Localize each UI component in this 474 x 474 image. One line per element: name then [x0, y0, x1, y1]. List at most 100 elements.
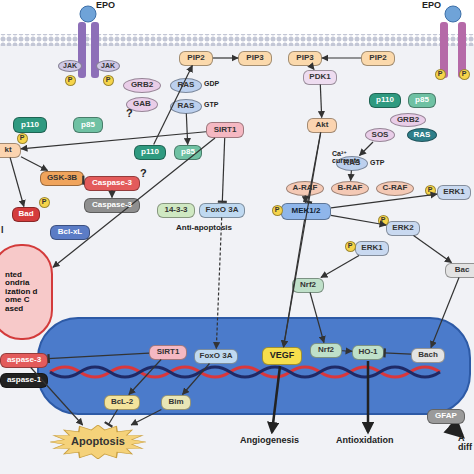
transcription-factor-box: FoxO 3A [199, 203, 245, 218]
node-text: Bach [418, 351, 438, 359]
node-text: GSK-3B [47, 174, 77, 182]
activation-arrow [154, 66, 193, 145]
activation-arrow [311, 66, 314, 70]
caspase-box: aspase-1 [0, 373, 48, 388]
activation-arrow [21, 157, 48, 171]
gene-box: HO-1 [352, 345, 384, 360]
nucleus [38, 318, 470, 414]
activation-arrow [283, 220, 304, 348]
inhibition-line [222, 138, 224, 203]
text-label: ? [140, 168, 147, 180]
dna-helix [50, 367, 440, 377]
node-text: MEK1/2 [292, 207, 321, 215]
phospho-circle: P [378, 215, 389, 226]
node-text: P [20, 134, 25, 141]
node-text: Nrf2 [300, 281, 316, 289]
text-label: ? [126, 108, 133, 120]
activation-arrow [350, 171, 352, 181]
activation-arrow [21, 132, 206, 149]
text-label: A diff [458, 434, 472, 453]
kinase-oval: JAK [58, 60, 82, 72]
mitochondrion: nted ondria ization d ome C ased [0, 244, 53, 340]
phospho-circle: P [65, 75, 76, 86]
kinase-oval: A-RAF [286, 181, 324, 196]
inhibition-line [384, 353, 411, 354]
kinase-box: ERK2 [386, 221, 420, 236]
phospho-circle: P [103, 75, 114, 86]
node-text: Caspase-3 [92, 179, 132, 187]
phospho-circle: P [17, 133, 28, 144]
activation-arrow [131, 410, 161, 426]
transcription-factor-box: Bach [411, 348, 445, 363]
node-text: RAS [414, 131, 431, 139]
inhibition-line [308, 133, 321, 203]
node-text: HO-1 [358, 348, 377, 356]
node-text: Bim [168, 398, 183, 406]
activation-arrow [10, 158, 24, 207]
node-text: Nrf2 [318, 346, 334, 354]
kinase-oval: C-RAF [376, 181, 414, 196]
subunit-box: p85 [408, 93, 436, 108]
gene-box: VEGF [262, 347, 302, 365]
inhibition-line [108, 410, 117, 426]
node-text: PIP3 [296, 54, 313, 62]
adaptor-oval: GRB2 [123, 78, 161, 93]
activation-arrow [431, 278, 459, 348]
node-text: Akt [316, 121, 329, 129]
node-text: p85 [181, 148, 195, 156]
activation-arrow [31, 368, 83, 426]
caspase-box: Caspase-3 [84, 176, 140, 191]
node-text: Bac [455, 266, 470, 274]
output-arrow [272, 361, 462, 436]
kinase-box: PDK1 [303, 70, 337, 85]
node-text: P [438, 70, 443, 77]
gtpase-oval: RAS [170, 78, 202, 93]
gene-box: Bim [161, 395, 191, 410]
node-text: A-RAF [293, 184, 318, 192]
node-text: Bad [18, 210, 33, 218]
marker-box: GFAP [427, 409, 465, 424]
text-label: l [1, 226, 4, 235]
activation-arrow [111, 191, 112, 198]
node-text: RAS [178, 102, 195, 110]
node-text: P [106, 76, 111, 83]
transcription-factor-box: Bac [445, 263, 474, 278]
phospho-circle: P [435, 69, 446, 80]
activation-arrow [216, 218, 221, 349]
node-text: ERK2 [392, 224, 413, 232]
lipid-box: PIP2 [179, 51, 213, 66]
activation-arrow [310, 293, 324, 343]
node-text: p85 [415, 96, 429, 104]
node-text: PDK1 [309, 73, 330, 81]
activation-arrow [183, 364, 210, 395]
gtpase-oval: RAS [407, 128, 437, 142]
node-text: PIP3 [246, 54, 263, 62]
caspase-box: aspase-3 [0, 353, 48, 368]
text-label: Anti-apoptosis [176, 224, 232, 232]
subunit-box: p110 [369, 93, 401, 108]
protein-box: 14-3-3 [157, 203, 195, 218]
adaptor-oval: GRB2 [390, 113, 426, 127]
subunit-box: p110 [13, 117, 47, 133]
kinase-box: ERK1 [355, 241, 389, 256]
node-text: P [381, 216, 386, 223]
node-text: RAS [344, 159, 361, 167]
node-text: JAK [63, 62, 77, 69]
node-text: p110 [21, 121, 39, 129]
node-text: P [428, 186, 433, 193]
node-text: PIP2 [187, 54, 204, 62]
kinase-oval: B-RAF [331, 181, 369, 196]
node-text: P [275, 206, 280, 213]
subunit-box: p110 [134, 145, 166, 160]
node-text: P [42, 198, 47, 205]
text-label: GTP [204, 101, 218, 108]
inhibition-line [48, 353, 149, 359]
kinase-box: GSK-3B [40, 171, 84, 186]
phospho-circle: P [345, 241, 356, 252]
node-text: FoxO 3A [206, 206, 239, 214]
cell-membrane [0, 34, 474, 46]
node-text: GAB [133, 100, 151, 108]
node-text: aspase-1 [7, 376, 41, 384]
node-text: nted ondria ization d ome C ased [5, 271, 41, 313]
